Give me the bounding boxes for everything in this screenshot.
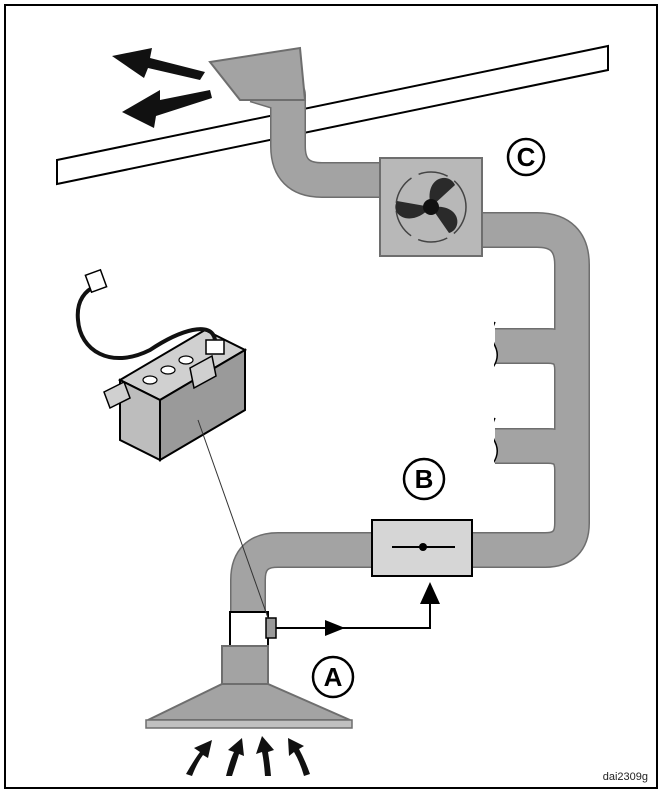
callout-a-text: A bbox=[324, 662, 343, 692]
duct-fill bbox=[231, 69, 589, 640]
branch-cover-upper bbox=[480, 320, 494, 372]
exhaust-arrows bbox=[112, 48, 212, 128]
callout-b: B bbox=[402, 457, 446, 501]
control-box bbox=[75, 268, 248, 462]
callout-b-text: B bbox=[415, 464, 434, 494]
terminal-2 bbox=[160, 365, 176, 375]
leader-line bbox=[197, 419, 269, 619]
exhaust-arrow-upper bbox=[112, 48, 205, 80]
hood-collar bbox=[221, 645, 269, 685]
intake-arrow-4 bbox=[288, 738, 310, 776]
figure-code: dai2309g bbox=[602, 771, 648, 783]
damper-pivot bbox=[419, 543, 427, 551]
duct-outlet bbox=[208, 46, 307, 101]
callout-c: C bbox=[506, 137, 546, 177]
signal-arrow-right bbox=[325, 620, 345, 636]
damper-box bbox=[371, 519, 473, 577]
mounting-tab-left bbox=[103, 380, 131, 410]
hood-rim bbox=[145, 719, 353, 729]
control-box-side bbox=[159, 348, 246, 462]
cable-clamp bbox=[205, 339, 225, 355]
ceiling-beam bbox=[56, 44, 609, 186]
mounting-tab-right bbox=[189, 354, 217, 390]
callout-a: A bbox=[311, 655, 355, 699]
control-cable bbox=[75, 284, 217, 361]
callout-c-text: C bbox=[517, 142, 536, 172]
intake-arrow-2 bbox=[226, 738, 244, 776]
sensor-sleeve bbox=[229, 611, 269, 647]
sensor-probe bbox=[265, 617, 277, 639]
exhaust-arrow-lower bbox=[122, 90, 212, 128]
intake-arrow-3 bbox=[256, 736, 274, 776]
terminal-1 bbox=[142, 375, 158, 385]
cable-connector bbox=[84, 268, 108, 294]
intake-arrows bbox=[186, 736, 310, 776]
terminal-3 bbox=[178, 355, 194, 365]
signal-arrow-up bbox=[420, 582, 440, 604]
branch-cover-lower bbox=[480, 416, 494, 468]
fan-icon bbox=[395, 171, 467, 243]
intake-arrow-1 bbox=[186, 740, 212, 776]
duct-system bbox=[230, 67, 590, 640]
